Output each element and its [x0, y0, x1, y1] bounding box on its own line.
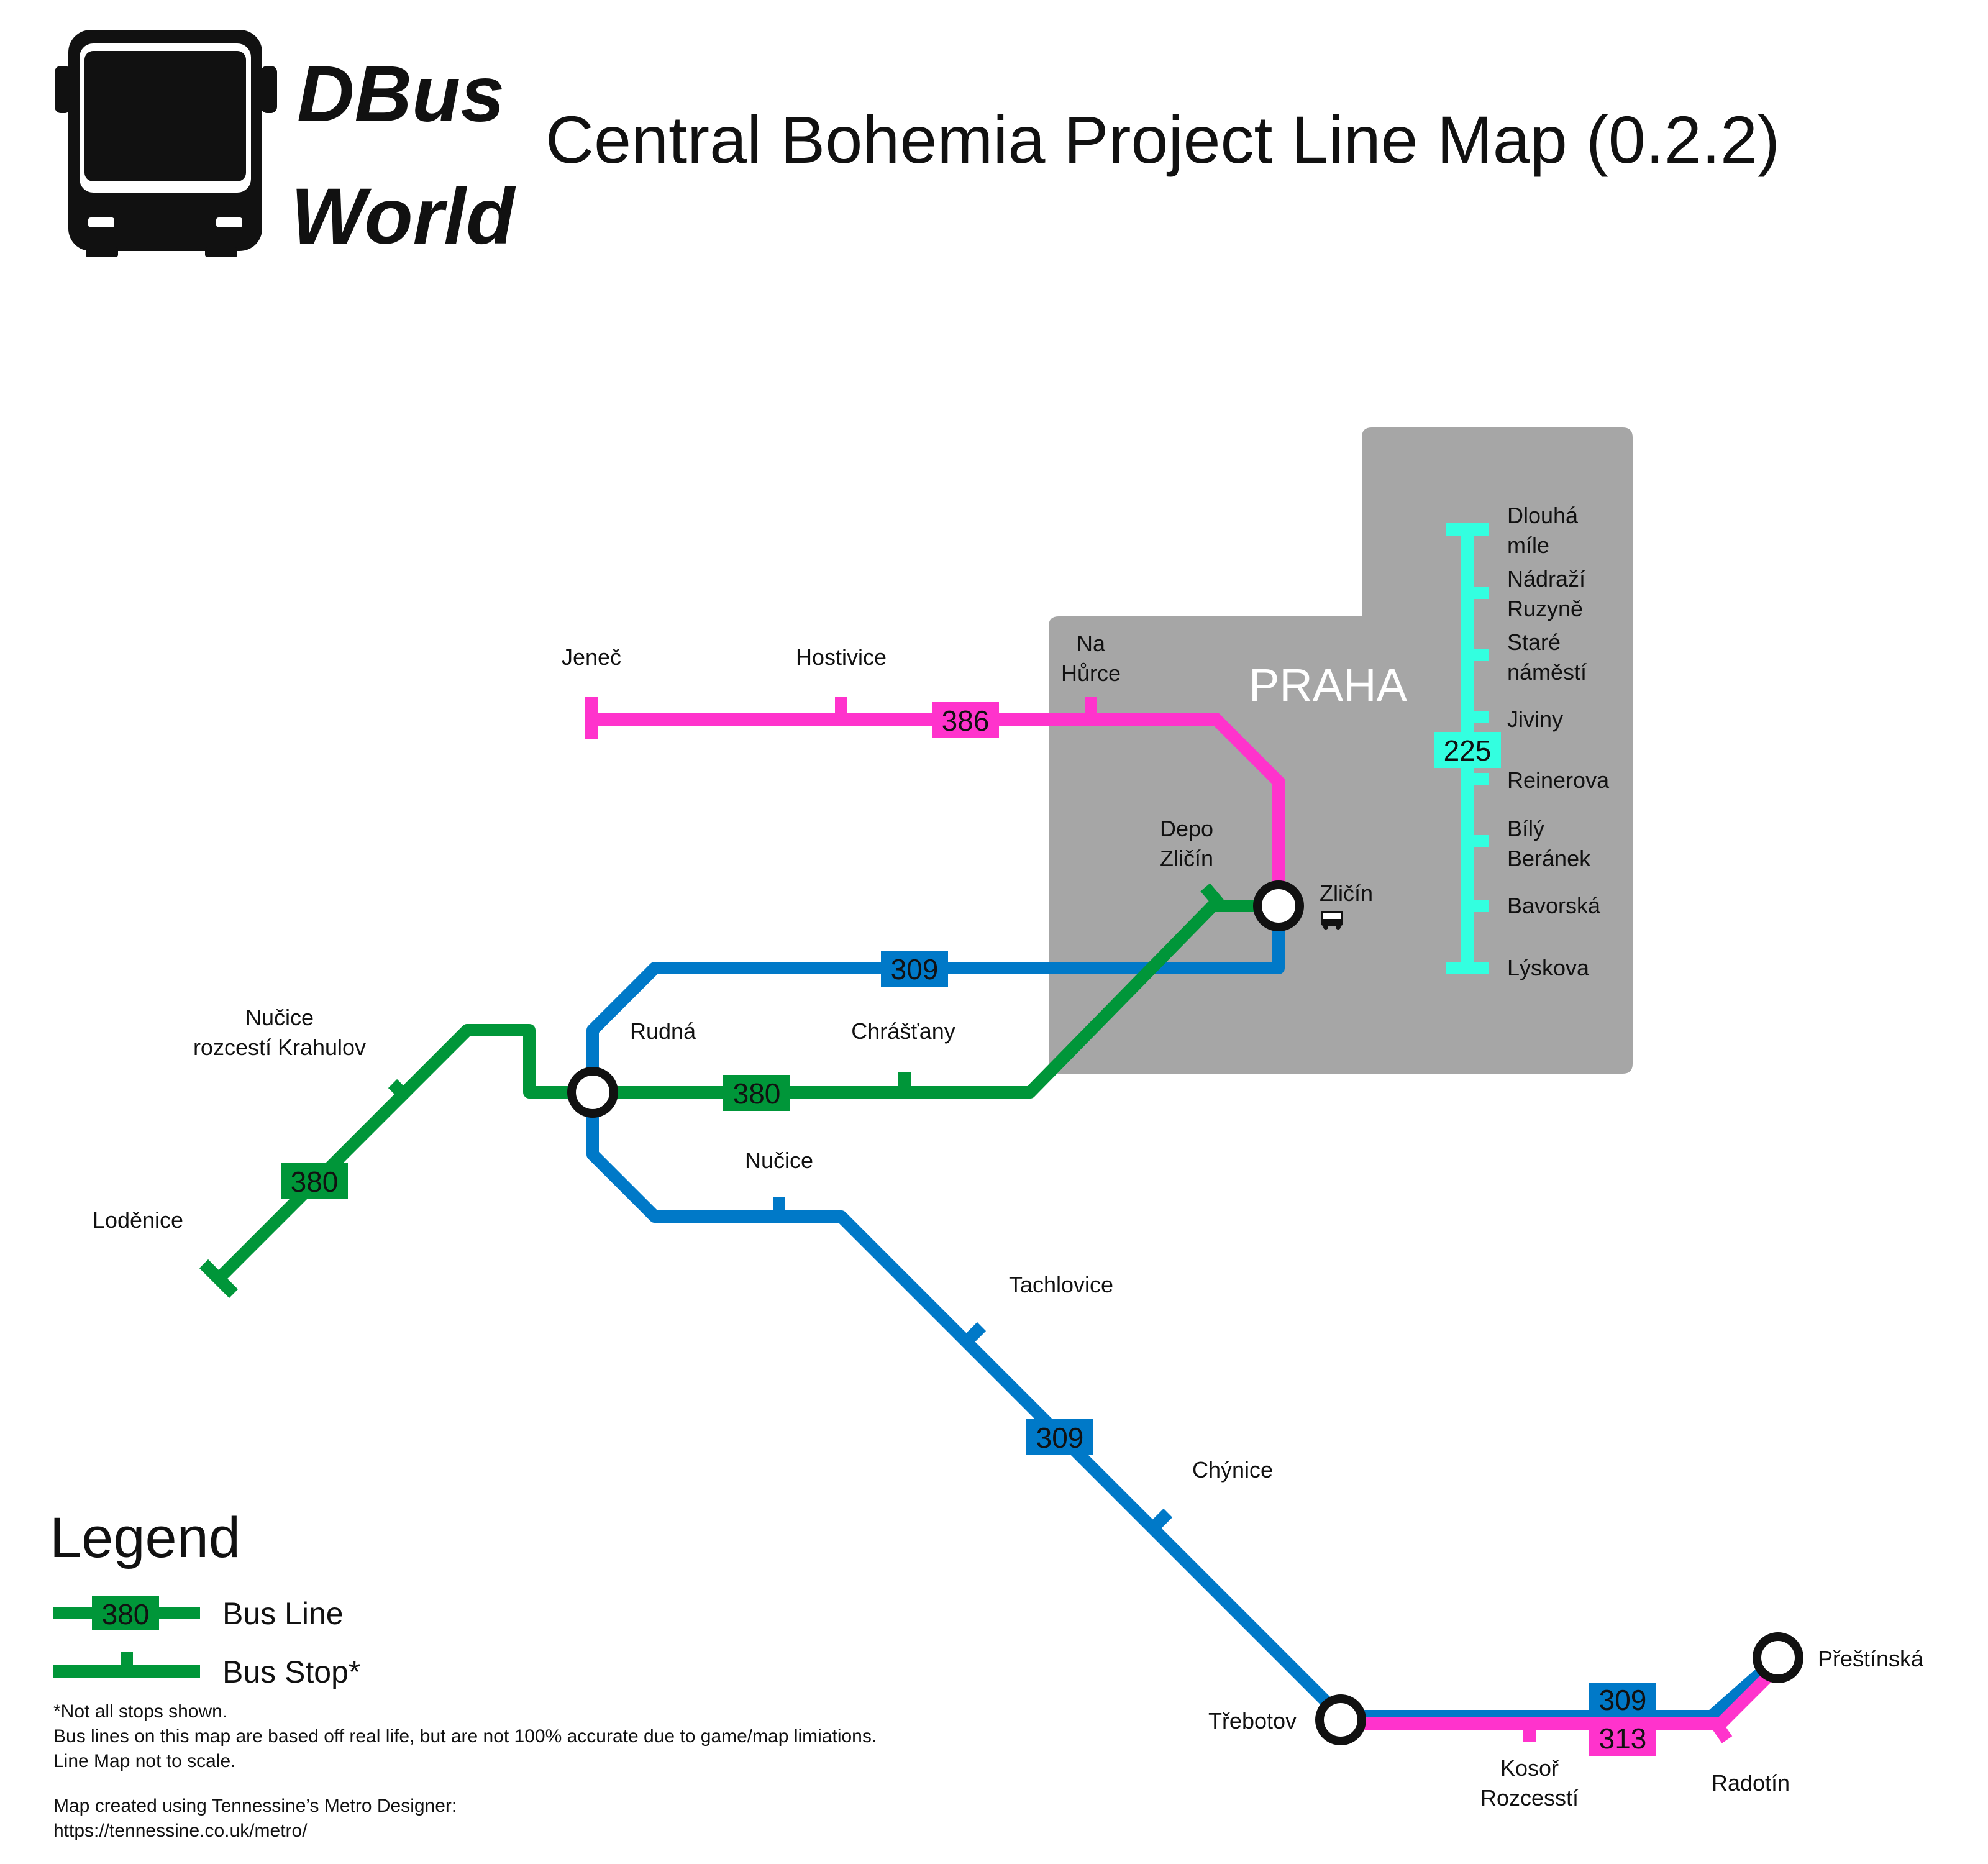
stop-bavorska: Bavorská: [1507, 893, 1601, 918]
stop-tachlovice: Tachlovice: [1009, 1272, 1113, 1297]
badge-380-mid-text: 380: [733, 1077, 781, 1110]
stop-hostivice: Hostivice: [796, 644, 887, 670]
line-309: [586, 906, 1782, 1722]
stop-chynice: Chýnice: [1192, 1457, 1273, 1483]
line-386: [585, 697, 1285, 906]
badge-225-text: 225: [1444, 734, 1492, 767]
legend-title: Legend: [50, 1506, 240, 1569]
brand-line1: DBus: [297, 50, 504, 139]
badge-380-left-text: 380: [291, 1166, 339, 1198]
line-380: [199, 883, 1279, 1299]
badge-309-bottom-text: 309: [1599, 1684, 1647, 1716]
stop-trebotov: Třebotov: [1208, 1708, 1297, 1734]
badge-380-mid: 380: [723, 1075, 790, 1111]
legend-note-1: *Not all stops shown.: [53, 1701, 227, 1722]
legend-note-2: Bus lines on this map are based off real…: [53, 1726, 877, 1747]
badge-313-text: 313: [1599, 1722, 1647, 1755]
stop-rudna: Rudná: [630, 1018, 696, 1044]
legend-badge: [92, 1596, 159, 1630]
stop-nadrazi-2: Ruzyně: [1507, 596, 1583, 621]
stop-depo-2: Zličín: [1160, 846, 1213, 871]
stop-stare-1: Staré: [1507, 629, 1561, 655]
stop-dlouha-2: míle: [1507, 532, 1549, 558]
stop-chrastany: Chrášťany: [851, 1018, 955, 1044]
stop-radotin: Radotín: [1712, 1770, 1790, 1796]
page-title: Central Bohemia Project Line Map (0.2.2): [545, 102, 1780, 177]
legend-bus-stop: Bus Stop*: [222, 1655, 360, 1689]
legend-note-4: Map created using Tennessine’s Metro Des…: [53, 1796, 457, 1816]
line-313: [1341, 1661, 1783, 1743]
brand-line2: World: [291, 172, 516, 261]
stop-reinerova: Reinerova: [1507, 767, 1610, 793]
stop-kosor-2: Rozcesstí: [1480, 1785, 1579, 1811]
badge-313: 313: [1589, 1721, 1656, 1756]
legend-bus-line: Bus Line: [222, 1596, 344, 1631]
stop-prestinska: Přeštínská: [1818, 1646, 1924, 1671]
stop-lyskova: Lýskova: [1507, 955, 1590, 980]
stop-bily-2: Beránek: [1507, 846, 1591, 871]
stop-kosor-1: Kosoř: [1500, 1755, 1559, 1781]
stop-jenec: Jeneč: [562, 644, 621, 670]
legend-note-5: https://tennessine.co.uk/metro/: [53, 1821, 308, 1841]
city-label: PRAHA: [1249, 659, 1408, 711]
badge-380-left: 380: [281, 1163, 348, 1199]
stop-nucice-rozcesti-2: rozcestí Krahulov: [193, 1035, 366, 1060]
stop-nucice: Nučice: [745, 1148, 813, 1173]
stop-nucice-rozcesti-1: Nučice: [245, 1005, 314, 1030]
badge-309-top: 309: [881, 951, 948, 987]
stop-depo-1: Depo: [1160, 816, 1213, 841]
badge-225: 225: [1434, 732, 1501, 768]
legend: Legend 380 Bus Line Bus Stop* *Not all s…: [50, 1506, 877, 1841]
station-trebotov: [1315, 1694, 1366, 1745]
stop-na-hurce-1: Na: [1077, 631, 1106, 656]
bus-front-icon: [55, 30, 277, 257]
badge-386-text: 386: [942, 705, 990, 737]
bus-small-icon: [1321, 911, 1343, 930]
stop-stare-2: náměstí: [1507, 659, 1587, 685]
stop-bily-1: Bílý: [1507, 816, 1544, 841]
badge-309-top-text: 309: [891, 953, 939, 985]
stop-zlicin: Zličín: [1320, 880, 1373, 906]
stop-lodenice: Loděnice: [93, 1207, 183, 1233]
badge-309-diag-text: 309: [1036, 1422, 1084, 1454]
stop-dlouha-1: Dlouhá: [1507, 503, 1579, 528]
legend-note-3: Line Map not to scale.: [53, 1751, 236, 1771]
station-zlicin: [1253, 880, 1304, 931]
badge-309-diag: 309: [1026, 1419, 1093, 1455]
legend-badge-text: 380: [102, 1598, 150, 1630]
stop-jiviny: Jiviny: [1507, 706, 1563, 732]
badge-386: 386: [932, 702, 999, 738]
station-rudna: [567, 1067, 618, 1118]
stop-na-hurce-2: Hůrce: [1061, 660, 1121, 686]
stop-labels: Jeneč Hostivice Na Hůrce Depo Zličín Zli…: [93, 503, 1924, 1811]
badge-309-bottom: 309: [1589, 1683, 1656, 1716]
stop-nadrazi-1: Nádraží: [1507, 566, 1585, 592]
station-prestinska: [1753, 1632, 1803, 1683]
